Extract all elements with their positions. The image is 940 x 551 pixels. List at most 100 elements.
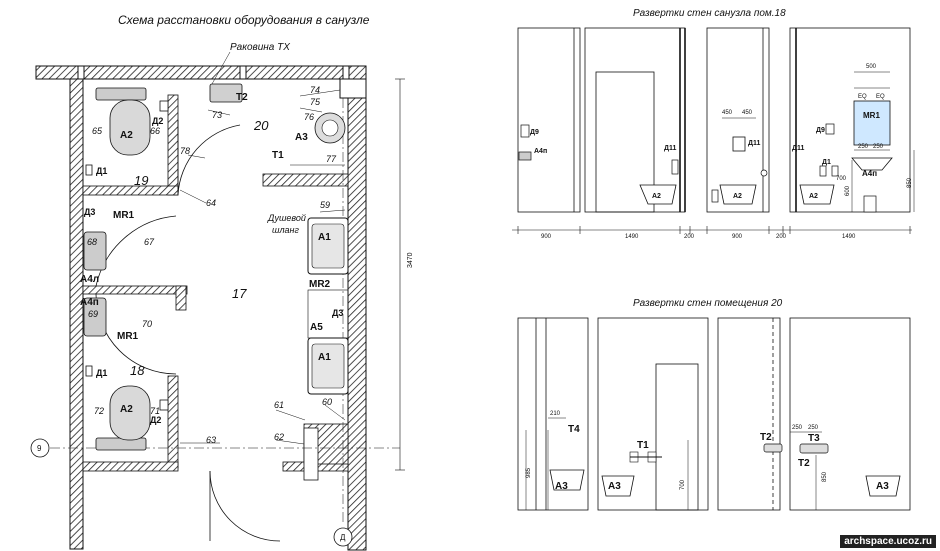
plan-marker-65: 65 [92, 126, 103, 136]
elev20-dim-210: 210 [550, 411, 561, 417]
elev20-dim-850: 850 [822, 471, 828, 482]
dispenser-d2-top [159, 100, 169, 112]
elev20-door [655, 363, 699, 511]
elev18-panel-3 [706, 27, 770, 213]
elev20-label-t1: T1 [637, 440, 649, 451]
elev20-sink-t2 [763, 443, 783, 453]
dim-3470: 3470 [407, 252, 414, 268]
elev18-dim-200-a: 200 [684, 234, 695, 240]
elev18-dim-450-b: 450 [742, 110, 753, 116]
wall-corner [339, 78, 367, 99]
elev20-dim-250-a: 250 [792, 425, 803, 431]
elev18-dim-600: 600 [845, 185, 851, 196]
label-shower-2: шланг [272, 225, 300, 235]
plan-marker-67: 67 [144, 237, 155, 247]
elev18-dim-700: 700 [836, 176, 847, 182]
toilet-bowl-18 [109, 385, 151, 441]
label-a2-bottom: A2 [120, 404, 133, 415]
elev20-label-t3: T3 [808, 433, 820, 444]
partition-19-bottom [82, 185, 179, 196]
elev18-label-a4p-a: A4п [534, 148, 547, 155]
sink-tx [209, 83, 243, 103]
room-18: 18 [130, 363, 145, 378]
elev18-d9-c [825, 123, 835, 135]
watermark: archspace.ucoz.ru [840, 535, 936, 548]
label-t2: T2 [236, 92, 248, 103]
elev20-toilet-a [549, 469, 585, 491]
plan-marker-64: 64 [206, 198, 216, 208]
label-a3: A3 [295, 132, 308, 143]
elev20-dim-250-b: 250 [808, 425, 819, 431]
elev18-dim-900-a: 900 [541, 234, 552, 240]
elev20-label-t2-b: T2 [798, 458, 810, 469]
walls20-labels: T4 A3 A3 T1 T2 T3 T2 A3 210 985 700 250 … [526, 411, 889, 492]
door-swing-17 [95, 215, 177, 287]
plan-marker-62: 62 [274, 432, 284, 442]
plan-title: Схема расстановки оборудования в санузле [118, 13, 370, 27]
elev18-label-eq2: EQ [876, 94, 885, 100]
label-d3-left: Д3 [84, 207, 95, 217]
room-19: 19 [134, 173, 148, 188]
label-d2-bottom: Д2 [150, 415, 161, 425]
plan-marker-71: 71 [150, 406, 160, 416]
elev18-dim-250-a: 250 [858, 144, 869, 150]
plan-marker-69: 69 [88, 309, 98, 319]
door-swing-19 [177, 124, 241, 196]
wall-left [69, 78, 84, 550]
elev20-dim-985: 985 [526, 467, 532, 478]
elev20-label-a3-a: A3 [555, 481, 568, 492]
label-d1-bottom: Д1 [96, 368, 107, 378]
elev18-dim-500: 500 [866, 64, 877, 70]
elev18-label-a2-b: A2 [733, 193, 742, 200]
floor-plan: 3470 9 Д [30, 65, 414, 551]
column [239, 65, 247, 80]
label-t1: T1 [272, 150, 284, 161]
elev20-toilet-c [865, 475, 901, 497]
elev18-label-eq1: EQ [858, 94, 867, 100]
column [77, 65, 85, 80]
elev18-label-a2-c: A2 [809, 193, 818, 200]
label-a4l: A4л [80, 274, 99, 285]
plan-marker-78: 78 [180, 146, 190, 156]
label-a4p: A4п [80, 297, 99, 308]
walls18-title: Развертки стен санузла пом.18 [633, 8, 786, 19]
label-mr2: MR2 [309, 279, 331, 290]
plan-labels: Раковина ТХ Душевой шланг 19 20 17 18 A2… [80, 42, 343, 445]
elev18-dim-1490-a: 1490 [625, 234, 639, 240]
label-d2-top: Д2 [152, 116, 163, 126]
elev18-door [595, 71, 655, 213]
elev18-label-d11-c: Д11 [792, 145, 804, 152]
partition-middle [82, 285, 188, 295]
plan-marker-70: 70 [142, 319, 152, 329]
label-a1-top: A1 [318, 232, 331, 243]
elev20-label-a3-c: A3 [876, 481, 889, 492]
plan-marker-66: 66 [150, 126, 160, 136]
elev20-toilet-b [601, 475, 635, 497]
plan-marker-68: 68 [87, 237, 97, 247]
walls18-labels: Д9 A4п Д11 A2 A2 Д11 Д9 Д11 MR1 EQ EQ Д1… [530, 64, 913, 240]
walls20-title: Развертки стен помещения 20 [633, 298, 783, 309]
partition-19-20 [167, 94, 179, 196]
elev18-label-a4p-c: A4п [862, 169, 877, 178]
elev18-dim-200-b: 200 [776, 234, 787, 240]
partition-18-right [167, 375, 179, 469]
plan-marker-60: 60 [322, 397, 332, 407]
elev18-d11-a-box [671, 159, 679, 175]
washbasin-a4l [83, 231, 107, 271]
elev20-label-a3-b: A3 [608, 481, 621, 492]
plan-marker-61: 61 [274, 400, 284, 410]
room-17: 17 [232, 286, 247, 301]
axis-bubble-d [333, 527, 353, 547]
label-a5: A5 [310, 322, 323, 333]
plan-marker-74: 74 [310, 85, 320, 95]
elev18-dim-1490-b: 1490 [842, 234, 856, 240]
elev18-panel-1 [517, 27, 581, 213]
label-d1-top: Д1 [96, 166, 107, 176]
elev20-label-t2-a: T2 [760, 432, 772, 443]
elev18-label-a2-a: A2 [652, 193, 661, 200]
dispenser-d1-bottom [85, 365, 93, 377]
elev18-label-d11-a: Д11 [664, 145, 676, 152]
shaft-box [303, 427, 319, 481]
